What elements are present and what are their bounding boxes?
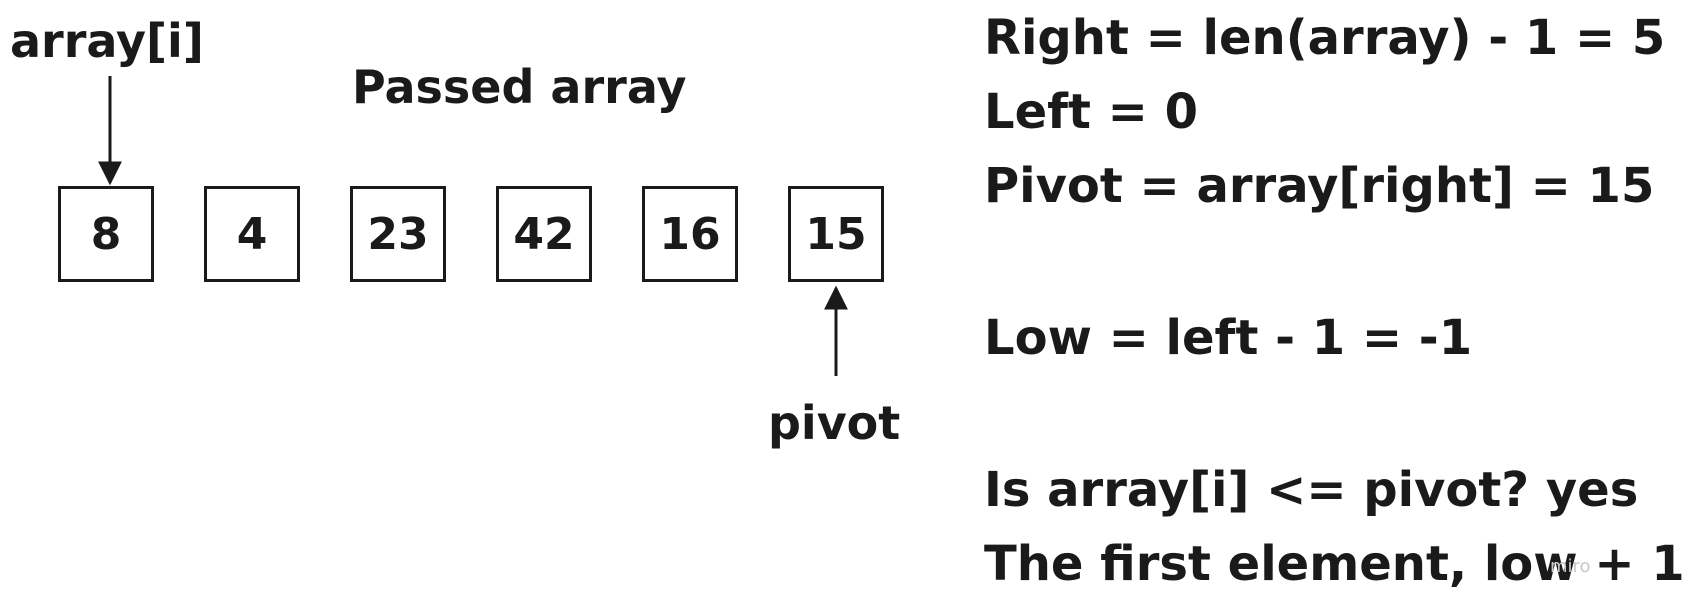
- note-right: Right = len(array) - 1 = 5: [984, 10, 1666, 66]
- array-cell-5: 15: [788, 186, 884, 282]
- note-question: Is array[i] <= pivot? yes: [984, 462, 1639, 518]
- array-cell-4: 16: [642, 186, 738, 282]
- note-low: Low = left - 1 = -1: [984, 310, 1473, 366]
- array-cell-1: 4: [204, 186, 300, 282]
- passed-array-title: Passed array: [352, 60, 687, 114]
- note-first-element: The first element, low + 1: [984, 536, 1685, 592]
- array-cell-2: 23: [350, 186, 446, 282]
- note-pivot: Pivot = array[right] = 15: [984, 158, 1655, 214]
- miro-watermark: miro: [1550, 556, 1591, 577]
- array-cell-3: 42: [496, 186, 592, 282]
- pivot-label: pivot: [768, 396, 901, 450]
- array-i-label: array[i]: [10, 14, 204, 68]
- note-left: Left = 0: [984, 84, 1199, 140]
- array-cell-0: 8: [58, 186, 154, 282]
